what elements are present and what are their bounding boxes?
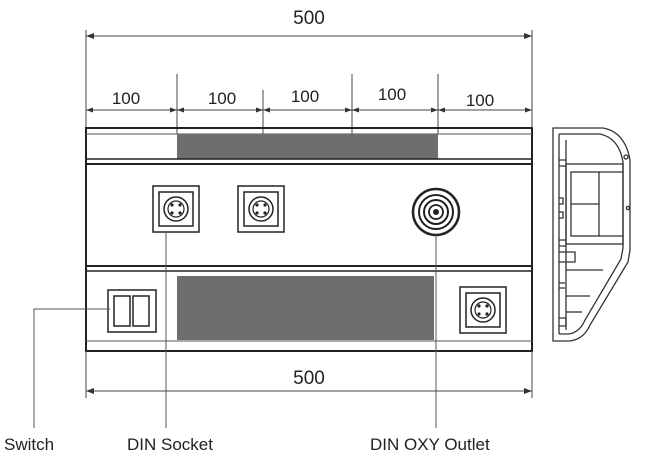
label-din-oxy-outlet: DIN OXY Outlet xyxy=(370,435,490,454)
dimension-overall-top: 500 xyxy=(85,8,533,128)
callout-leaders xyxy=(33,232,437,428)
top-dark-panel xyxy=(177,134,438,159)
din-socket-2 xyxy=(237,185,285,233)
din-socket-1 xyxy=(152,185,200,233)
din-oxy-outlet xyxy=(411,187,461,237)
label-din-socket: DIN Socket xyxy=(127,435,213,454)
din-socket-3 xyxy=(459,286,507,334)
dimension-segments: 100 100 100 100 100 xyxy=(86,74,532,134)
dimension-label-segment-1: 100 xyxy=(112,89,140,108)
panel-front-view xyxy=(85,127,533,352)
dimension-label-overall-bottom: 500 xyxy=(293,368,325,389)
dimension-label-overall-top: 500 xyxy=(293,8,325,29)
dimension-label-segment-5: 100 xyxy=(466,91,494,110)
dimension-overall-bottom: 500 xyxy=(85,351,533,398)
side-profile-view xyxy=(552,127,631,342)
label-switch: Switch xyxy=(4,435,54,454)
dimension-label-segment-4: 100 xyxy=(378,85,406,104)
bottom-dark-panel xyxy=(177,276,434,340)
dimension-label-segment-2: 100 xyxy=(208,89,236,108)
switch xyxy=(107,289,157,333)
dimension-label-segment-3: 100 xyxy=(291,87,319,106)
